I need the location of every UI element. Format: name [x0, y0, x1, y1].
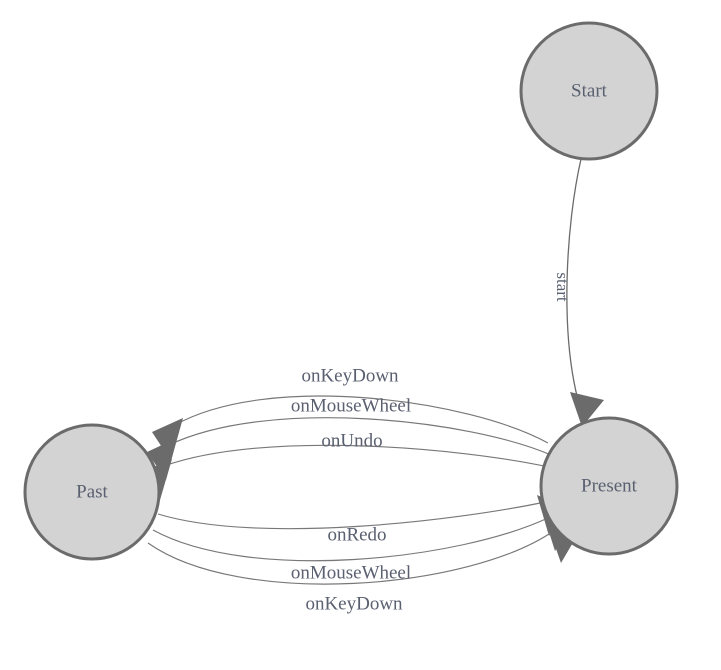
arrowhead-present-past-onkeydown: [152, 418, 183, 461]
edge-present-past-onundo-path: [163, 444, 550, 468]
edge-past-present-onmousewheel-path: [152, 516, 551, 562]
node-past-circle: [23, 423, 161, 561]
edge-start-present[interactable]: [566, 158, 604, 427]
edge-present-past-onkeydown[interactable]: [152, 395, 549, 461]
edge-label-past-present-onredo: onRedo: [327, 524, 386, 545]
edge-start-present-path: [566, 158, 582, 401]
node-past[interactable]: Past: [23, 423, 161, 561]
arrowhead-start-present: [570, 392, 604, 427]
edge-present-past-onmousewheel[interactable]: [147, 417, 552, 480]
arrowhead-present-past-onmousewheel: [147, 438, 177, 480]
edge-label-present-past-onmousewheel: onMouseWheel: [291, 395, 411, 416]
edge-past-present-onkeydown-path: [147, 529, 556, 585]
node-start-circle: [519, 21, 659, 161]
edge-label-past-present-onkeydown: onKeyDown: [305, 593, 403, 614]
edge-past-present-onredo-path: [157, 501, 546, 530]
node-present[interactable]: Present: [539, 416, 679, 556]
node-start[interactable]: Start: [519, 21, 659, 161]
node-present-circle: [539, 416, 679, 556]
node-present-label: Present: [581, 475, 638, 496]
node-start-label: Start: [571, 80, 608, 101]
edge-label-past-present-onmousewheel: onMouseWheel: [291, 562, 411, 583]
edge-label-start: start: [553, 272, 572, 302]
edge-present-past-onundo[interactable]: [142, 444, 550, 500]
node-past-label: Past: [76, 481, 108, 502]
edge-label-present-past-onundo: onUndo: [321, 430, 382, 451]
edge-present-past-onmousewheel-path: [168, 417, 552, 456]
edge-label-present-past-onkeydown: onKeyDown: [301, 365, 399, 386]
edge-present-past-onkeydown-path: [174, 395, 549, 444]
